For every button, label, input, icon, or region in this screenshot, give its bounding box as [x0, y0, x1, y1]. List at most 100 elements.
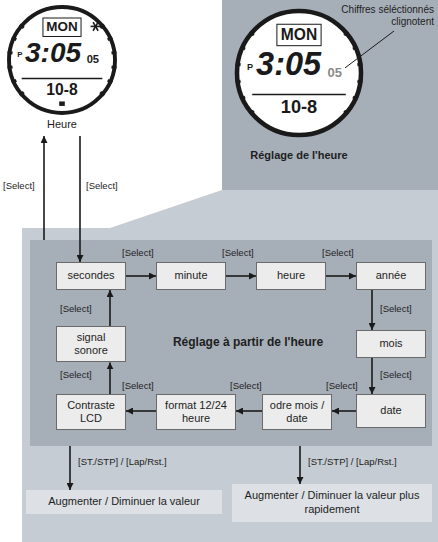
process-box: date — [356, 394, 426, 428]
box-text: secondes — [67, 269, 114, 282]
flow-arrow — [69, 446, 71, 490]
day-frame — [277, 24, 321, 45]
box-text: minute — [174, 269, 207, 282]
flow-arrow — [109, 362, 111, 394]
display-divider — [252, 94, 346, 96]
box-text: année — [376, 269, 407, 282]
process-box: secondes — [56, 262, 126, 290]
date-digits: 10-8 — [260, 98, 338, 116]
result-box: Augmenter / Diminuer la valeur plus rapi… — [232, 484, 432, 522]
bezel-tick — [353, 47, 358, 49]
watch-case — [237, 11, 361, 135]
setting-panel: Réglage de l'heure MON 3:05 05 10-8 P — [222, 0, 438, 190]
flow-arrow — [109, 290, 111, 326]
flow-arrow — [371, 358, 373, 394]
bezel-tick — [241, 97, 246, 99]
seconds-digits: 05 — [328, 66, 342, 79]
bezel-tick — [12, 80, 17, 82]
process-box: signal sonore — [56, 326, 126, 362]
flow-arrow — [79, 136, 81, 262]
bezel-tick — [344, 32, 348, 35]
edge-label: [Select] — [60, 303, 92, 314]
watch-case — [9, 7, 115, 113]
process-box: Contraste LCD — [56, 394, 126, 430]
bezel-tick — [241, 47, 246, 49]
edge-label: [Select] — [222, 247, 254, 258]
display-divider — [22, 78, 103, 80]
bezel-tick — [112, 51, 117, 55]
flow-arrow — [332, 410, 356, 412]
box-text: format 12/24 heure — [160, 399, 232, 425]
edge-label: [Select] — [230, 380, 262, 391]
indicator-mark — [59, 101, 65, 105]
edge-label: [Select] — [122, 247, 154, 258]
box-text: signal sonore — [60, 331, 122, 357]
flow-arrow — [43, 136, 45, 240]
flow-arrow — [226, 275, 256, 277]
box-text: Contraste LCD — [60, 399, 122, 425]
panel-title: Réglage de l'heure — [229, 150, 369, 161]
callout-wedge — [110, 190, 438, 228]
bezel-tick — [20, 25, 24, 28]
process-box: heure — [256, 262, 326, 290]
edge-label: [Select] — [380, 369, 412, 380]
edge-label: [Select] — [322, 247, 354, 258]
leader-line — [345, 31, 394, 68]
process-box: année — [356, 262, 426, 290]
watch-display: MON 3:05 05 10-8 P — [234, 8, 364, 138]
bezel-tick — [344, 111, 348, 114]
edge-label: [Select] — [122, 380, 154, 391]
bezel-tick — [353, 97, 358, 99]
flow-arrow — [371, 290, 373, 330]
box-text: Augmenter / Diminuer la valeur — [48, 495, 200, 509]
date-digits: 10-8 — [28, 82, 95, 98]
day-digits: MON — [277, 27, 321, 43]
day-digits: MON — [43, 20, 81, 33]
flow-arrow — [326, 275, 356, 277]
flow-arrow — [126, 275, 156, 277]
seconds-digits: 05 — [87, 54, 99, 65]
edge-label: [ST./STP] / [Lap/Rst.] — [308, 456, 397, 467]
edge-label: [Select] — [60, 369, 92, 380]
mode-mark: P — [17, 51, 22, 59]
box-text: heure — [277, 269, 305, 282]
flow-arrow — [126, 410, 156, 412]
bezel-tick — [236, 63, 241, 67]
bezel-tick — [20, 92, 24, 95]
process-box: mois — [356, 330, 426, 358]
box-text: mois — [379, 337, 402, 350]
process-box: format 12/24 heure — [156, 394, 236, 430]
edge-label: [Select] — [3, 180, 35, 191]
process-box: minute — [156, 262, 226, 290]
edge-label: [Select] — [86, 180, 118, 191]
bezel-tick — [112, 65, 117, 69]
bezel-tick — [250, 32, 254, 35]
alarm-symbol — [93, 22, 98, 31]
time-digits: 3:05 — [25, 39, 81, 67]
bezel-tick — [357, 80, 362, 84]
watch-display: MON 3:05 05 10-8 P Heure — [6, 4, 118, 136]
time-digits: 3:05 — [256, 48, 321, 81]
box-text: odre mois / date — [266, 399, 328, 425]
bezel-tick — [8, 65, 13, 69]
bezel-tick — [12, 38, 17, 40]
bezel-tick — [100, 92, 104, 95]
box-text: Augmenter / Diminuer la valeur plus rapi… — [238, 489, 426, 517]
bezel-tick — [8, 51, 13, 55]
edge-label: [ST./STP] / [Lap/Rst.] — [78, 456, 167, 467]
node-label: Heure — [6, 119, 118, 130]
process-box: odre mois / date — [262, 394, 332, 430]
bezel-tick — [236, 80, 241, 84]
bezel-tick — [100, 25, 104, 28]
alarm-symbol — [93, 22, 98, 31]
edge-label: [Select] — [380, 303, 412, 314]
edge-label: [Select] — [326, 380, 358, 391]
outer-panel — [22, 228, 438, 542]
bezel-tick — [357, 63, 362, 67]
callout-text: Chiffres séléctionnés clignotent — [338, 4, 434, 28]
flow-arrow — [299, 446, 301, 484]
day-frame — [43, 18, 81, 36]
box-text: date — [380, 404, 401, 417]
mode-mark: P — [247, 63, 253, 72]
flow-arrow — [236, 410, 262, 412]
